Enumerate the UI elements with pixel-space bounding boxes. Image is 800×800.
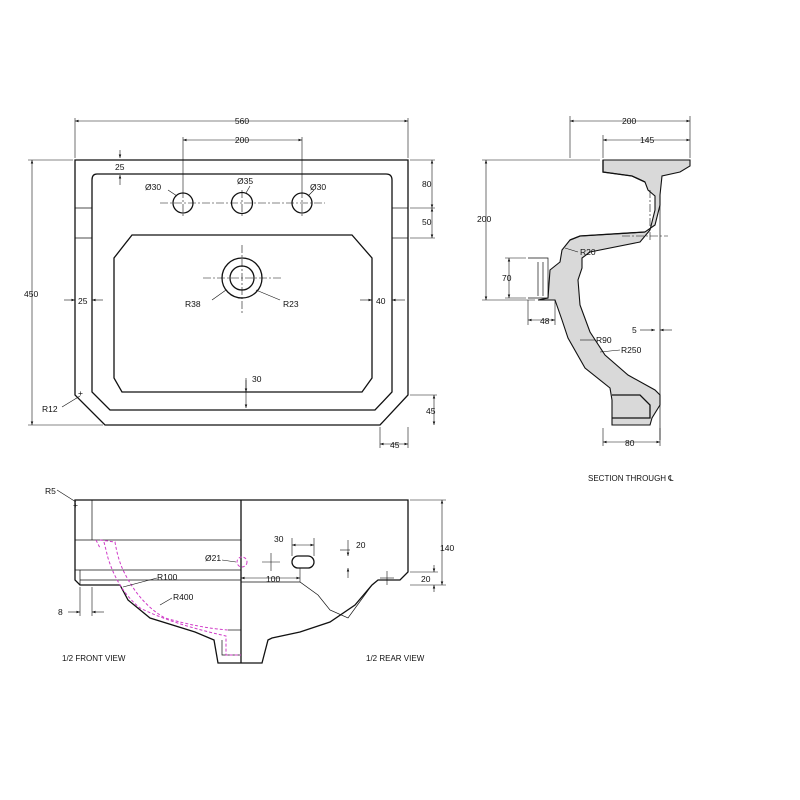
- tap-holes: [160, 185, 325, 216]
- dim-plan-height: 450: [24, 289, 38, 299]
- rear-view-caption: 1/2 REAR VIEW: [366, 654, 425, 663]
- label-overflow-radius: R20: [580, 247, 596, 257]
- dim-tap-offset: 25: [115, 162, 125, 172]
- bowl-opening: [113, 234, 373, 393]
- label-inner-radius: R90: [596, 335, 612, 345]
- dim-base-offset: 8: [58, 607, 63, 617]
- dim-left-rim: 25: [78, 296, 88, 306]
- section-caption: SECTION THROUGH ℄: [588, 474, 674, 483]
- svg-text:+: +: [73, 500, 78, 510]
- label-hole-center: Ø35: [237, 176, 253, 186]
- dim-deck: 50: [422, 217, 432, 227]
- dim-chamfer-v: 45: [426, 406, 436, 416]
- dim-top-margin: 80: [422, 179, 432, 189]
- overflow-slot: [291, 555, 315, 569]
- dim-outlet-width: 48: [540, 316, 550, 326]
- label-waste-outer: R38: [185, 299, 201, 309]
- overflow-hole: [236, 556, 248, 568]
- section-view: 200 145 200 70 R20 48 5: [477, 116, 691, 483]
- dim-section-height: 200: [477, 214, 491, 224]
- front-view-caption: 1/2 FRONT VIEW: [62, 654, 126, 663]
- rear-hole: [262, 553, 280, 571]
- dim-bottom-rim: 30: [252, 374, 262, 384]
- plan-rim-outline: [91, 173, 393, 411]
- section-body: [537, 159, 691, 426]
- dim-overflow-offset: 100: [266, 574, 280, 584]
- dim-outlet-height: 70: [502, 273, 512, 283]
- dim-wall: 5: [632, 325, 637, 335]
- label-overflow-dia: Ø21: [205, 553, 221, 563]
- plan-view: 560 200 25 Ø30 Ø35 Ø30 80 50: [24, 116, 437, 450]
- label-hole-left: Ø30: [145, 182, 161, 192]
- dim-plan-width: 560: [235, 116, 249, 126]
- label-corner-radius: R12: [42, 404, 58, 414]
- label-inner-radius-front: R100: [157, 572, 178, 582]
- label-waste-inner: R23: [283, 299, 299, 309]
- waste-outlet: [203, 245, 282, 315]
- label-outer-radius: R250: [621, 345, 642, 355]
- dim-foot-height: 20: [421, 574, 431, 584]
- label-edge-radius: R5: [45, 486, 56, 496]
- dim-slot-height: 20: [356, 540, 366, 550]
- svg-text:+: +: [78, 388, 83, 398]
- dim-slot-width: 30: [274, 534, 284, 544]
- elevation-view: R5 + Ø21 30 20 140 100: [45, 486, 454, 664]
- dim-chamfer-h: 45: [390, 440, 400, 450]
- elevation-outline: [74, 499, 409, 664]
- plan-outer-outline: [74, 159, 409, 426]
- dim-top-flange: 145: [640, 135, 654, 145]
- label-hole-right: Ø30: [310, 182, 326, 192]
- label-bowl-radius: R400: [173, 592, 194, 602]
- dim-right-rim: 40: [376, 296, 386, 306]
- dim-tap-spacing: 200: [235, 135, 249, 145]
- dim-section-width: 200: [622, 116, 636, 126]
- dim-foot: 80: [625, 438, 635, 448]
- dim-elevation-height: 140: [440, 543, 454, 553]
